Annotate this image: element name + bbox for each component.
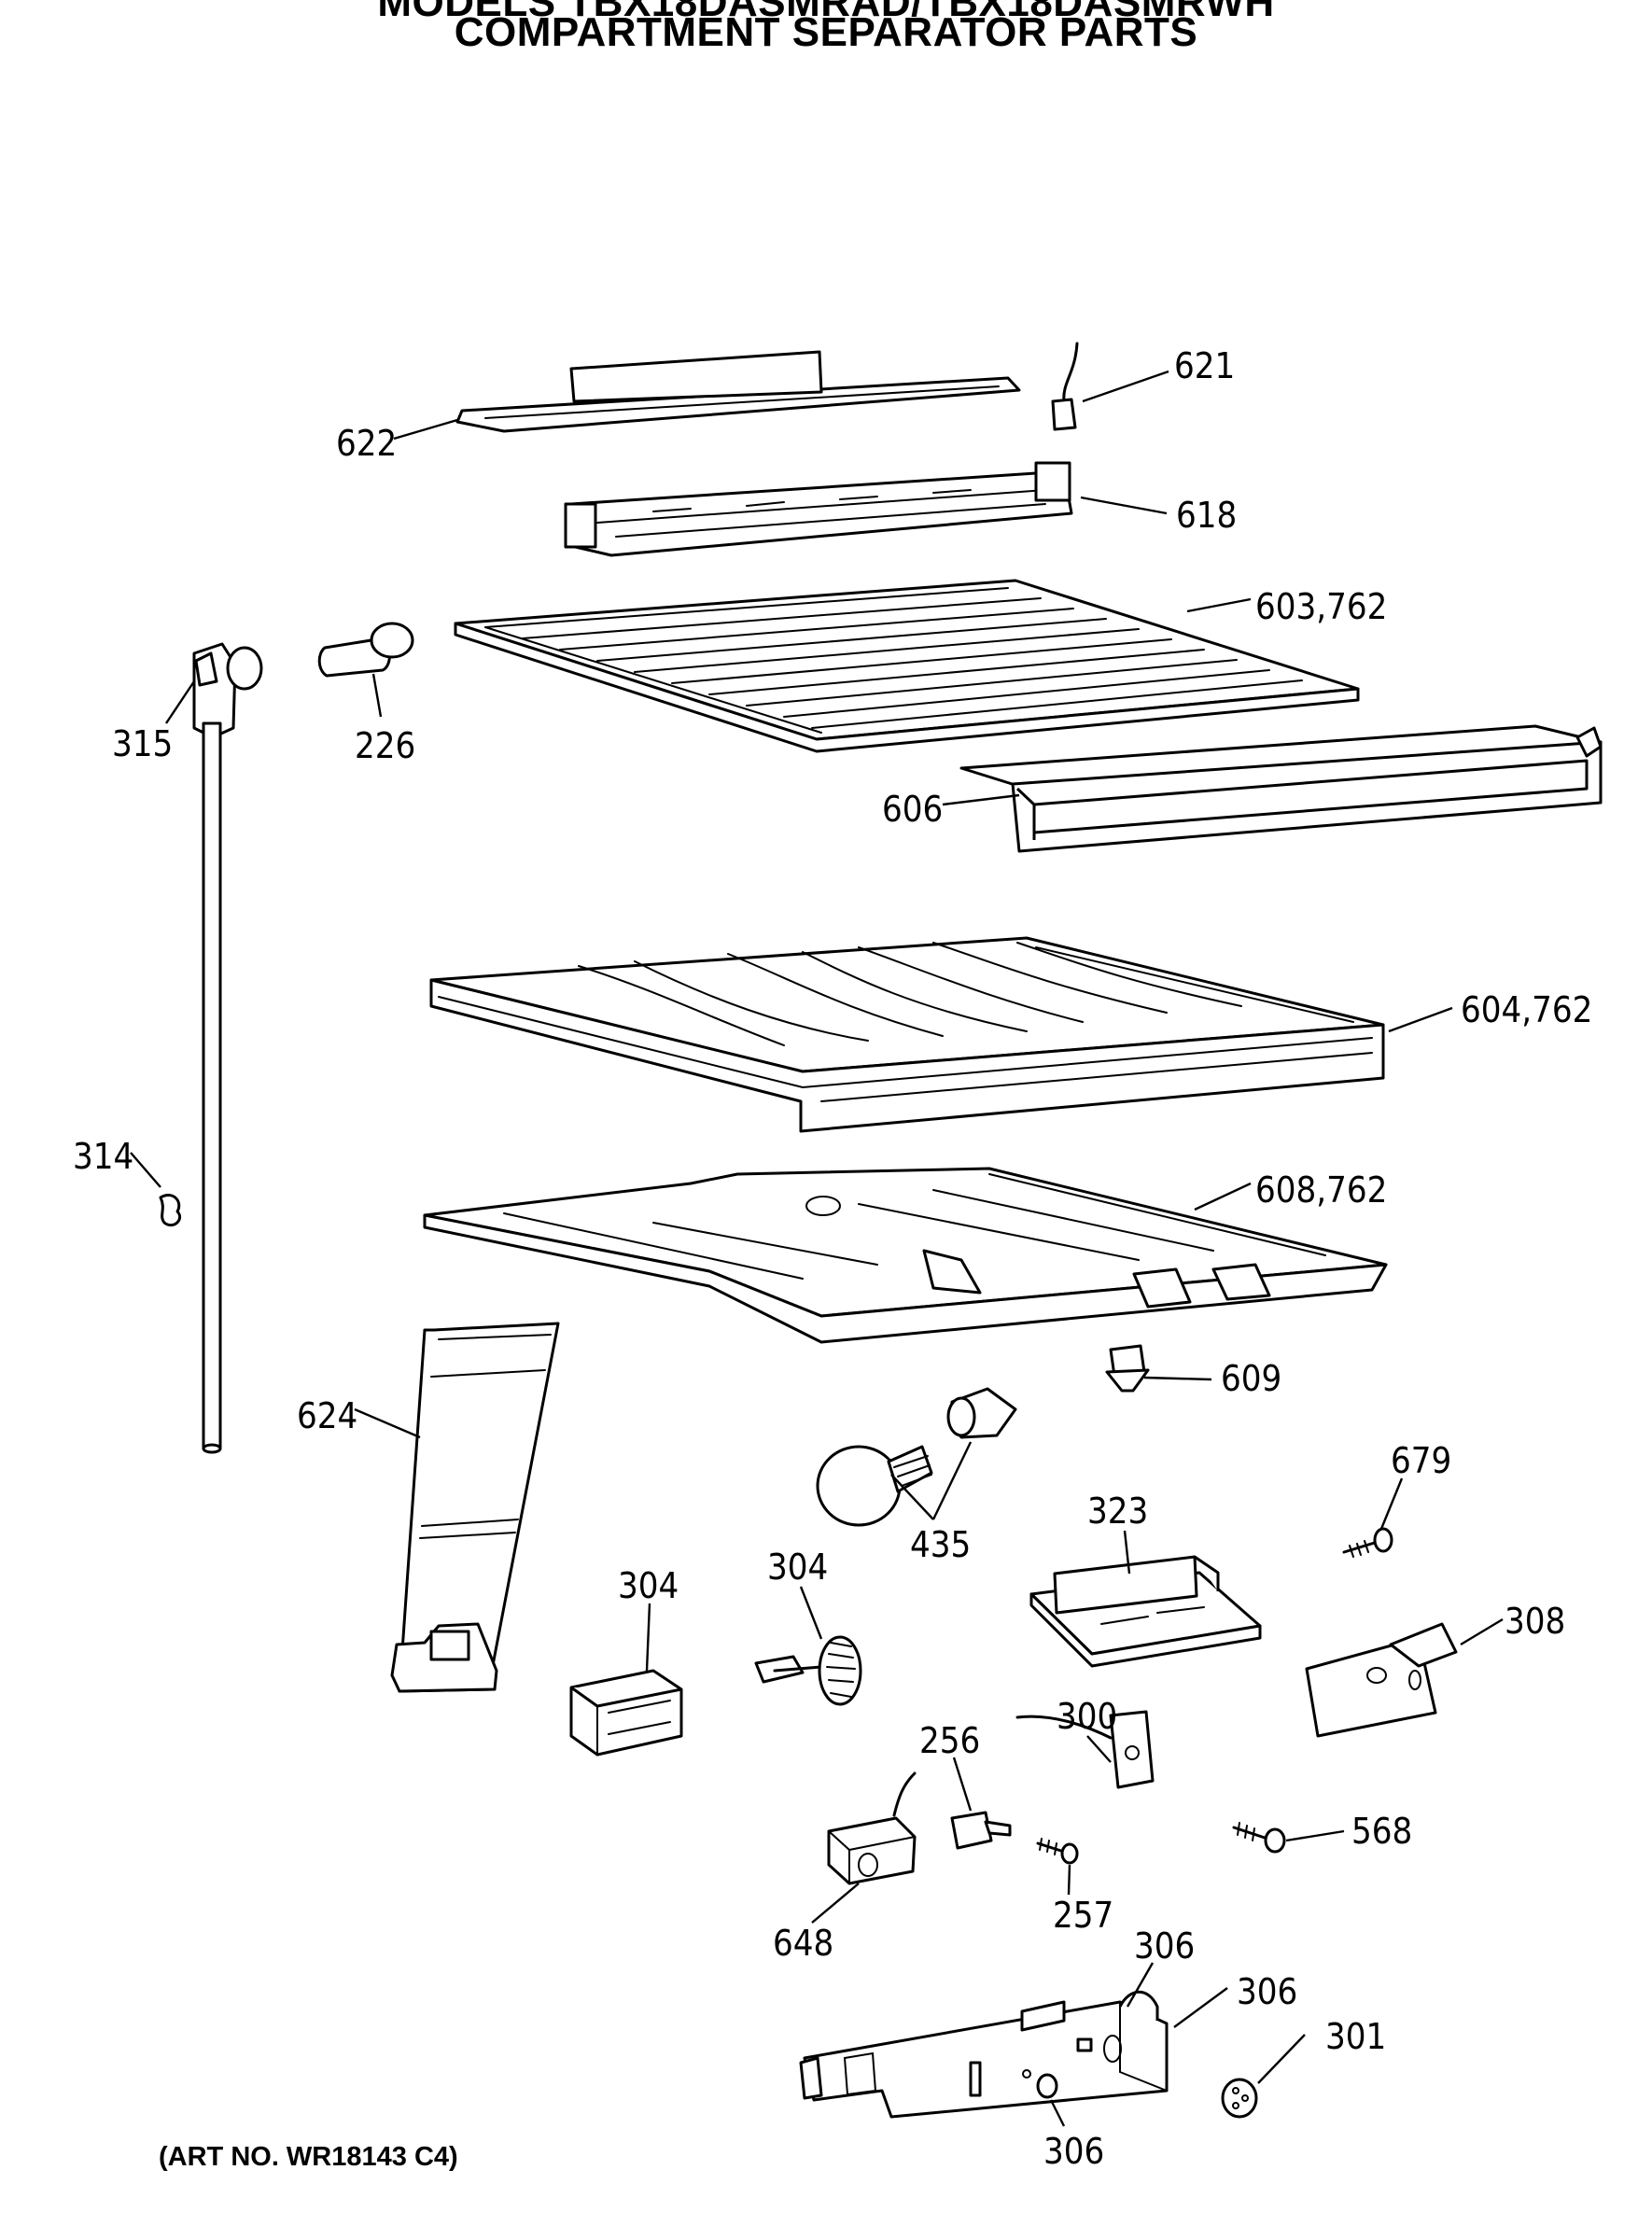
callout-609: 609 bbox=[1221, 1358, 1281, 1399]
part-257-screw bbox=[1036, 1838, 1079, 1865]
callout-301: 301 bbox=[1325, 2016, 1386, 2057]
part-300-thermostat bbox=[1015, 1710, 1155, 1789]
part-621-wire bbox=[1051, 342, 1079, 431]
part-301-cap bbox=[1221, 2078, 1258, 2119]
part-435-bulb bbox=[816, 1445, 933, 1527]
callout-604-762: 604,762 bbox=[1461, 989, 1592, 1030]
part-604-shelf bbox=[429, 936, 1385, 1133]
callout-257: 257 bbox=[1053, 1895, 1113, 1936]
part-256-switch bbox=[950, 1811, 1012, 1850]
part-226-shaft bbox=[317, 622, 414, 678]
callout-435: 435 bbox=[910, 1524, 971, 1565]
callout-314: 314 bbox=[73, 1136, 133, 1177]
callout-624: 624 bbox=[297, 1395, 357, 1436]
part-608-separator bbox=[423, 1167, 1388, 1344]
part-609-clip bbox=[1105, 1344, 1150, 1393]
callout-323: 323 bbox=[1087, 1491, 1148, 1532]
part-314-rod bbox=[159, 721, 222, 1454]
callout-256: 256 bbox=[919, 1720, 980, 1761]
part-622-cover bbox=[455, 350, 1021, 433]
callout-300: 300 bbox=[1057, 1696, 1117, 1737]
callout-618: 618 bbox=[1176, 495, 1237, 536]
callout-304-knob: 304 bbox=[767, 1547, 828, 1588]
callout-603-762: 603,762 bbox=[1255, 586, 1387, 627]
part-603-shelf bbox=[454, 579, 1360, 753]
callout-306-right: 306 bbox=[1237, 1971, 1297, 2012]
part-679-screw bbox=[1342, 1527, 1393, 1558]
callout-679: 679 bbox=[1391, 1440, 1451, 1481]
callout-306-bottom: 306 bbox=[1043, 2131, 1104, 2172]
callout-308: 308 bbox=[1505, 1601, 1565, 1642]
part-304-knob-housing bbox=[569, 1669, 683, 1757]
callout-606: 606 bbox=[882, 789, 943, 830]
art-number: (ART NO. WR18143 C4) bbox=[159, 2142, 458, 2172]
leader-lines bbox=[130, 370, 1504, 2127]
diagram-title-models: MODELS TBX18DASMRAD/TBX18DASMRWH bbox=[377, 0, 1275, 25]
callout-306-top: 306 bbox=[1134, 1925, 1195, 1967]
part-306-housing bbox=[799, 1990, 1169, 2119]
callout-315: 315 bbox=[112, 723, 173, 764]
part-323-control-box bbox=[1029, 1555, 1262, 1668]
part-315-pivot bbox=[192, 642, 263, 739]
part-308-bracket bbox=[1305, 1622, 1458, 1738]
part-648-relay bbox=[827, 1771, 917, 1885]
part-618-frame bbox=[564, 461, 1073, 557]
part-624-duct bbox=[390, 1322, 560, 1693]
part-435-socket bbox=[946, 1387, 1017, 1439]
callout-608-762: 608,762 bbox=[1255, 1169, 1387, 1211]
callout-648: 648 bbox=[773, 1923, 833, 1964]
callout-568: 568 bbox=[1351, 1811, 1412, 1852]
part-568-screw bbox=[1232, 1822, 1286, 1854]
callout-622: 622 bbox=[336, 423, 397, 464]
callout-621: 621 bbox=[1174, 345, 1235, 386]
diagram-title: COMPARTMENT SEPARATOR PARTS bbox=[454, 9, 1198, 55]
part-606-pan bbox=[959, 724, 1603, 853]
part-304-control-knob bbox=[754, 1635, 862, 1706]
callout-304-housing: 304 bbox=[618, 1565, 679, 1606]
callout-226: 226 bbox=[355, 725, 415, 766]
